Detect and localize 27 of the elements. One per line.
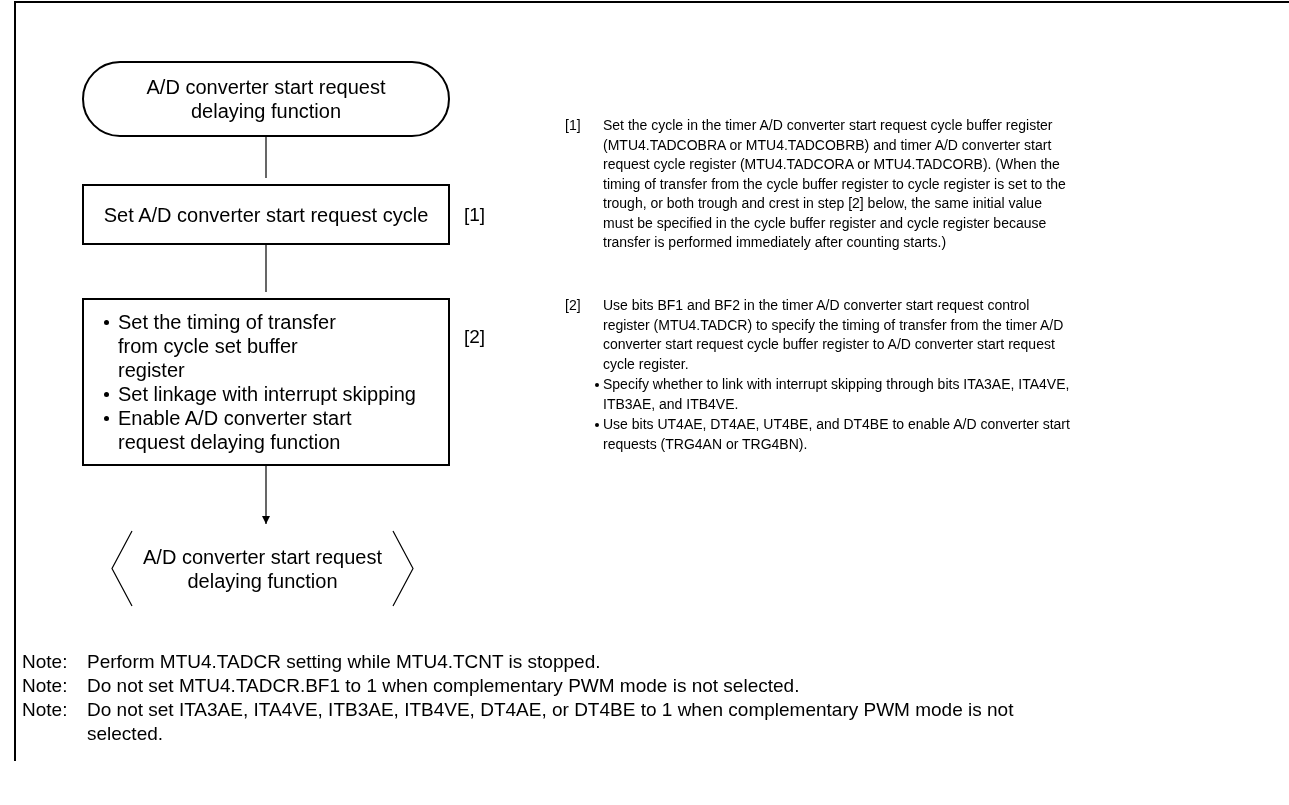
end-shape xyxy=(110,530,415,607)
bullet-item: Specify whether to link with interrupt skipping through bits ITA3AE, ITA4VE, ITB3AE, and ITB4VE. xyxy=(603,375,1071,414)
note-label: Note: xyxy=(22,674,69,698)
node-text: A/D converter start request delaying function xyxy=(142,544,383,593)
step-number: [2] xyxy=(565,296,582,315)
note-text: Do not set MTU4.TADCR.BF1 to 1 when complementary PWM mode is not selected. xyxy=(87,674,801,698)
bullet-item: Use bits UT4AE, DT4AE, UT4BE, and DT4BE to enable A/D converter start requests (TRG4AN or TRG4BN). xyxy=(603,415,1071,454)
bullet-item: Set linkage with interrupt skipping xyxy=(118,382,417,406)
process-box xyxy=(82,184,450,245)
note-text: Do not set ITA3AE, ITA4VE, ITB3AE, ITB4VE, DT4AE, or DT4BE to 1 when complementary PWM mode is not selected. xyxy=(87,698,1015,746)
note-label: Note: xyxy=(22,650,69,674)
step-description: Set the cycle in the timer A/D converter start request cycle buffer register (MTU4.TADCOBRA or MTU4.TADCOBRB) and timer A/D converter start request cycle register (MTU4.TADCORA or MTU4.TADCORB). (When the timing of transfer from the cycle buffer register to cycle register is set to the trough, or both trough and crest in step [2] below, the same initial value must be specified in the cycle buffer register and cycle register because transfer is performed immediately after counting starts.) xyxy=(603,116,1067,252)
note-text: Perform MTU4.TADCR setting while MTU4.TCNT is stopped. xyxy=(87,650,602,674)
node-text: Set A/D converter start request cycle xyxy=(102,202,430,227)
terminator-shape xyxy=(82,61,450,137)
bullet-item: Set the timing of transfer from cycle set buffer register xyxy=(118,310,337,382)
connector-line xyxy=(265,136,267,179)
node-text: A/D converter start request delaying function xyxy=(145,75,387,123)
step-description: Use bits BF1 and BF2 in the timer A/D converter start request control register (MTU4.TADCR) to specify the timing of transfer from the timer A/D converter start request cycle buffer register to A/D converter start request cycle register. xyxy=(603,296,1065,374)
step-number: [1] xyxy=(464,203,486,226)
note-label: Note: xyxy=(22,698,69,722)
step-number: [1] xyxy=(565,116,582,135)
arrow xyxy=(262,465,270,525)
process-box xyxy=(82,298,450,466)
connector-line xyxy=(265,244,267,293)
bullet-item: Enable A/D converter start request delaying function xyxy=(118,406,353,454)
step-number: [2] xyxy=(464,326,486,348)
